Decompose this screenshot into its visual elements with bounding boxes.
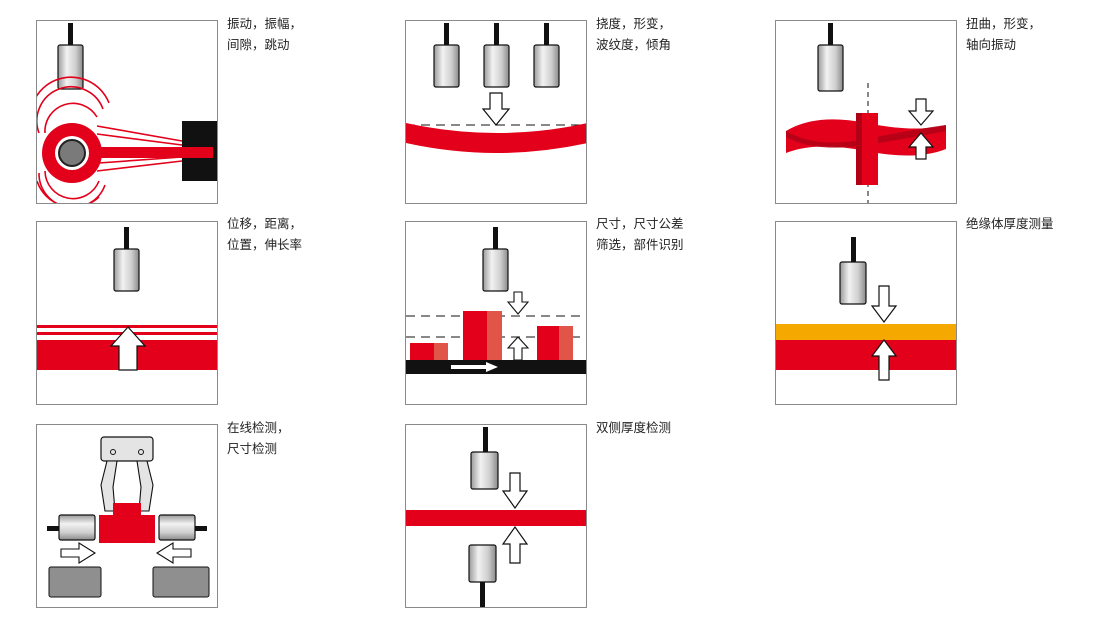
part-top: [113, 503, 141, 517]
sensor-top: [470, 451, 499, 490]
panel-deflection: [405, 20, 587, 204]
insulation-layer: [776, 324, 956, 340]
panel-inline: [36, 424, 218, 608]
left-arrow-icon: [155, 542, 192, 564]
down-arrow-icon: [907, 98, 935, 126]
sensor-body: [57, 44, 84, 90]
inline-inspection-illustration: [47, 436, 210, 598]
up-arrow-icon: [506, 336, 530, 361]
measured-strip: [406, 510, 586, 526]
caption-torsion: 扭曲，形变， 轴向振动: [966, 16, 1042, 52]
up-arrow-icon: [109, 326, 147, 371]
vibration-waves: [37, 76, 183, 203]
gripper-head: [100, 436, 154, 462]
panel-torsion: [775, 20, 957, 204]
sensor-left: [58, 514, 96, 541]
caption-displacement: 位移，距离， 位置，伸长率: [227, 216, 303, 252]
part-small: [410, 343, 434, 360]
down-arrow-icon: [506, 291, 530, 315]
rotor-arm: [77, 147, 213, 158]
bent-plate: [406, 123, 586, 153]
position-line: [37, 325, 217, 328]
sensor-body: [113, 248, 140, 292]
insulation-illustration: [776, 237, 956, 381]
sensor-body: [482, 248, 509, 292]
part-medium: [537, 326, 559, 360]
deflection-illustration: [406, 23, 586, 153]
part-tall: [463, 311, 487, 360]
caption-inline: 在线检测， 尺寸检测: [227, 420, 290, 456]
base-left: [48, 566, 102, 598]
bilateral-thickness-illustration: [406, 427, 586, 607]
panel-bilateral: [405, 424, 587, 608]
caption-insulation: 绝缘体厚度测量: [966, 216, 1054, 231]
base-material: [776, 340, 956, 370]
down-arrow-icon: [870, 285, 898, 323]
sensor-body: [839, 261, 867, 305]
panel-displacement: [36, 221, 218, 405]
sensor-cable: [68, 23, 73, 45]
part-body: [99, 515, 155, 543]
sensor-right: [158, 514, 196, 541]
sensor-group: [433, 23, 560, 88]
caption-deflection: 挠度，形变， 波纹度，倾角: [596, 16, 672, 52]
panel-dimension: [405, 221, 587, 405]
shaft: [58, 139, 86, 167]
torsion-illustration: [786, 23, 946, 203]
up-arrow-icon: [870, 339, 898, 381]
caption-bilateral: 双侧厚度检测: [596, 420, 672, 435]
panel-insulation: [775, 221, 957, 405]
sensor-bottom: [468, 544, 497, 583]
right-arrow-icon: [451, 362, 498, 372]
panel-vibration: [36, 20, 218, 204]
sensor-body: [817, 44, 844, 92]
up-arrow-icon: [501, 525, 529, 564]
base-right: [152, 566, 210, 598]
down-arrow-icon: [501, 472, 529, 510]
dimension-illustration: [406, 227, 586, 374]
down-arrow-icon: [481, 92, 511, 126]
vibration-illustration: [37, 23, 217, 203]
caption-dimension: 尺寸，尺寸公差 筛选，部件识别: [596, 216, 684, 252]
right-arrow-icon: [60, 542, 97, 564]
up-arrow-icon: [907, 132, 935, 160]
displacement-illustration: [37, 227, 217, 371]
caption-vibration: 振动，振幅， 间隙，跳动: [227, 16, 303, 52]
